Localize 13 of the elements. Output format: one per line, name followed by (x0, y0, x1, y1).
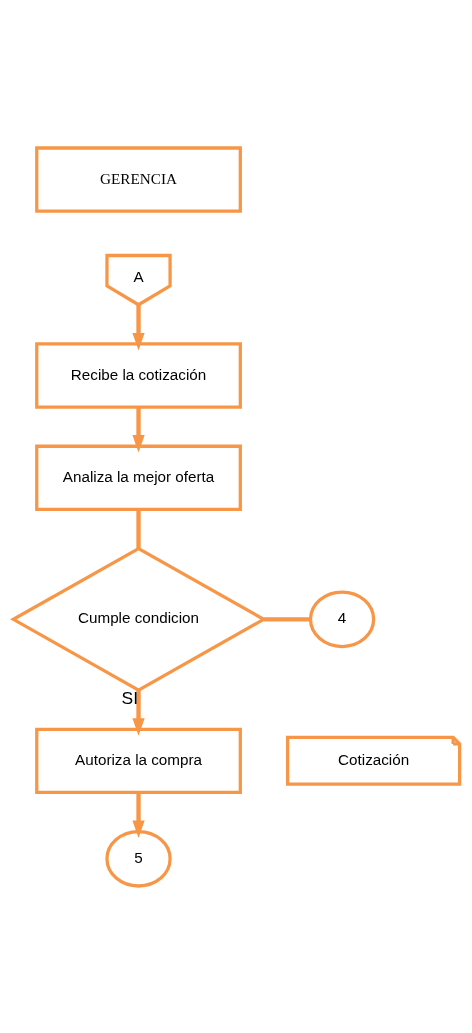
node-box: Analiza la mejor oferta (34, 444, 242, 511)
node-ellipse: 4 (308, 589, 375, 648)
arrow (131, 406, 145, 453)
connector (263, 616, 310, 621)
connector (135, 509, 141, 548)
node-ellipse: 5 (104, 829, 172, 888)
arrow (131, 304, 145, 350)
node-box: Autoriza la compra (34, 727, 242, 794)
node-box: Recibe la cotización (34, 341, 242, 409)
node-diamond: Cumple condicion (9, 546, 267, 692)
arrow (131, 689, 145, 736)
arrow (131, 792, 145, 838)
node-box: GERENCIA (34, 145, 242, 213)
